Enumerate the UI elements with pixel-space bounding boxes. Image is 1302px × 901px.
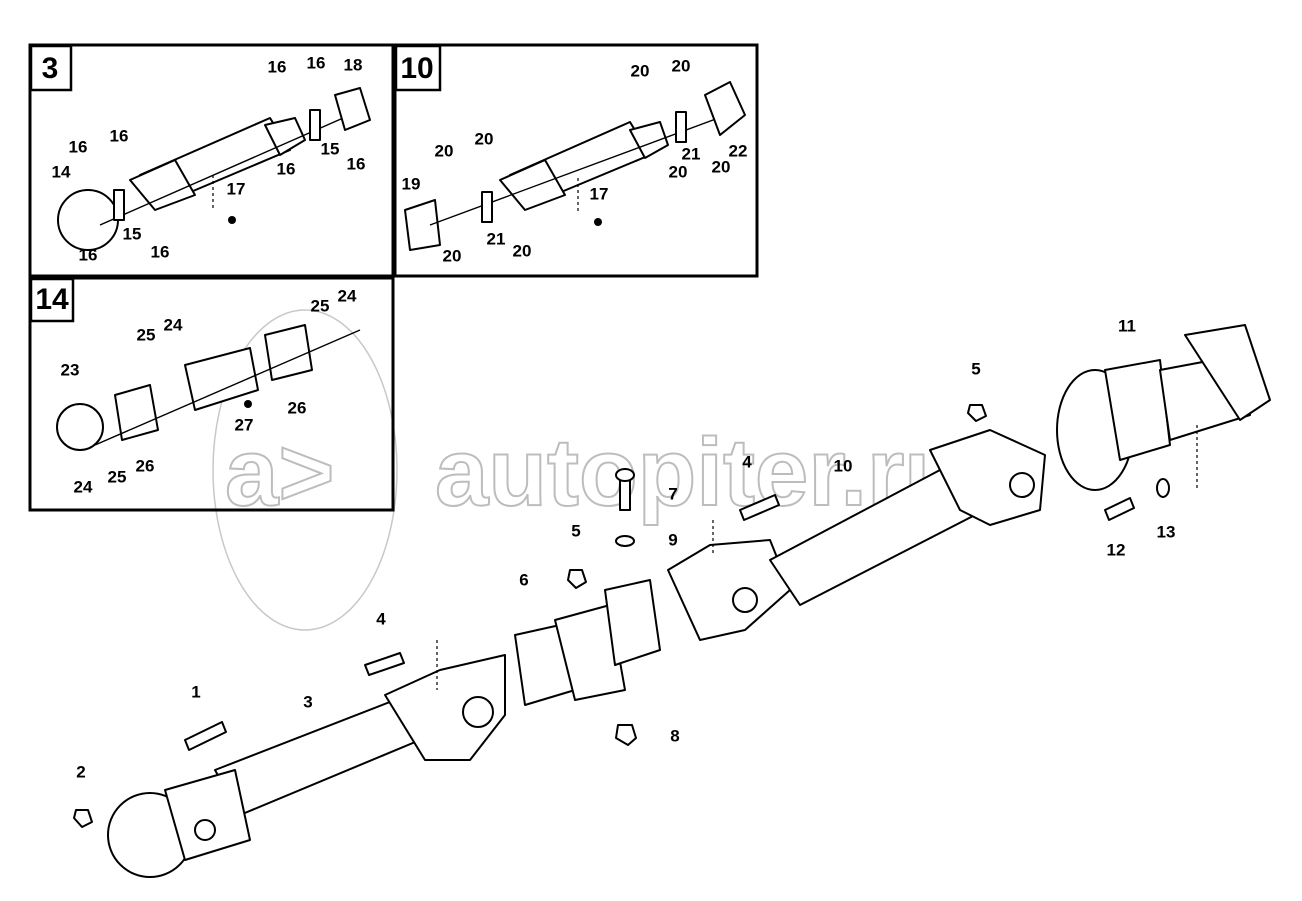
- callout: 13: [1157, 522, 1176, 541]
- callout: 16: [307, 53, 326, 72]
- bolt-1: [184, 721, 227, 751]
- bolt-4: [739, 494, 780, 521]
- callout: 20: [672, 56, 691, 75]
- callout: 16: [268, 57, 287, 76]
- callout: 16: [151, 242, 170, 261]
- callout: 16: [79, 245, 98, 264]
- inset-14-coupling: [56, 324, 361, 451]
- callout: 8: [670, 726, 679, 745]
- callout: 16: [110, 126, 129, 145]
- inset-title: 3: [42, 52, 59, 85]
- inset-3-labels: 16 16 18 16 16 14 15 16 16 17 15 16 16: [52, 53, 366, 264]
- callout: 10: [834, 456, 853, 475]
- callout: 27: [235, 415, 254, 434]
- callout: 22: [729, 141, 748, 160]
- callout: 4: [742, 452, 752, 471]
- inset-14-labels: 24 25 24 25 23 26 27 26 24 25: [61, 286, 357, 496]
- inset-14-frame: [28, 276, 395, 512]
- callout: 3: [303, 692, 312, 711]
- callout: 21: [682, 144, 701, 163]
- shaft-3: [214, 699, 421, 816]
- callout: 26: [136, 456, 155, 475]
- callout: 20: [513, 241, 532, 260]
- inset-3-shaft: [57, 87, 371, 251]
- callout: 24: [338, 286, 357, 305]
- callout: 20: [631, 61, 650, 80]
- inset-10-labels: 20 20 22 21 20 20 20 20 19 17 21 20 20: [402, 56, 748, 265]
- callout: 16: [347, 154, 366, 173]
- callout: 9: [668, 530, 677, 549]
- callout: 20: [712, 157, 731, 176]
- callout: 2: [76, 762, 85, 781]
- callout: 14: [52, 162, 71, 181]
- callout: 25: [137, 325, 156, 344]
- callout: 20: [669, 162, 688, 181]
- callout: 18: [344, 55, 363, 74]
- callout: 20: [443, 246, 462, 265]
- callout: 5: [571, 521, 580, 540]
- callout: 25: [108, 467, 127, 486]
- callout: 16: [69, 137, 88, 156]
- callout: 17: [590, 184, 609, 203]
- main-driveshaft-assembly: [73, 324, 1271, 878]
- callout: 25: [311, 296, 330, 315]
- callout: 24: [74, 477, 93, 496]
- callout: 6: [519, 570, 528, 589]
- inset-title: 10: [400, 52, 433, 85]
- coupling-11: [1104, 359, 1171, 461]
- callout: 23: [61, 360, 80, 379]
- callout: 15: [123, 224, 142, 243]
- inset-title: 14: [35, 283, 69, 316]
- callout: 16: [277, 159, 296, 178]
- callout: 17: [227, 179, 246, 198]
- callout: 20: [475, 129, 494, 148]
- callout: 20: [435, 141, 454, 160]
- inset-10-shaft: [404, 81, 746, 251]
- callout: 4: [376, 609, 386, 628]
- callout: 1: [191, 682, 200, 701]
- inset-3-frame: [28, 43, 395, 278]
- callout: 11: [1118, 316, 1136, 335]
- main-labels: 11 5 4 10 7 9 5 6 12 13 4 8 1 3 2: [76, 316, 1175, 781]
- bolt-12: [1104, 497, 1135, 521]
- callout: 19: [402, 174, 421, 193]
- bolt-4: [364, 652, 405, 676]
- callout: 15: [321, 139, 340, 158]
- callout: 24: [164, 315, 183, 334]
- inset-10-frame: [393, 43, 759, 278]
- callout: 12: [1107, 540, 1126, 559]
- center-bearing: [554, 604, 626, 701]
- callout: 21: [487, 229, 506, 248]
- callout: 26: [288, 398, 307, 417]
- callout: 5: [971, 359, 980, 378]
- callout: 7: [668, 484, 677, 503]
